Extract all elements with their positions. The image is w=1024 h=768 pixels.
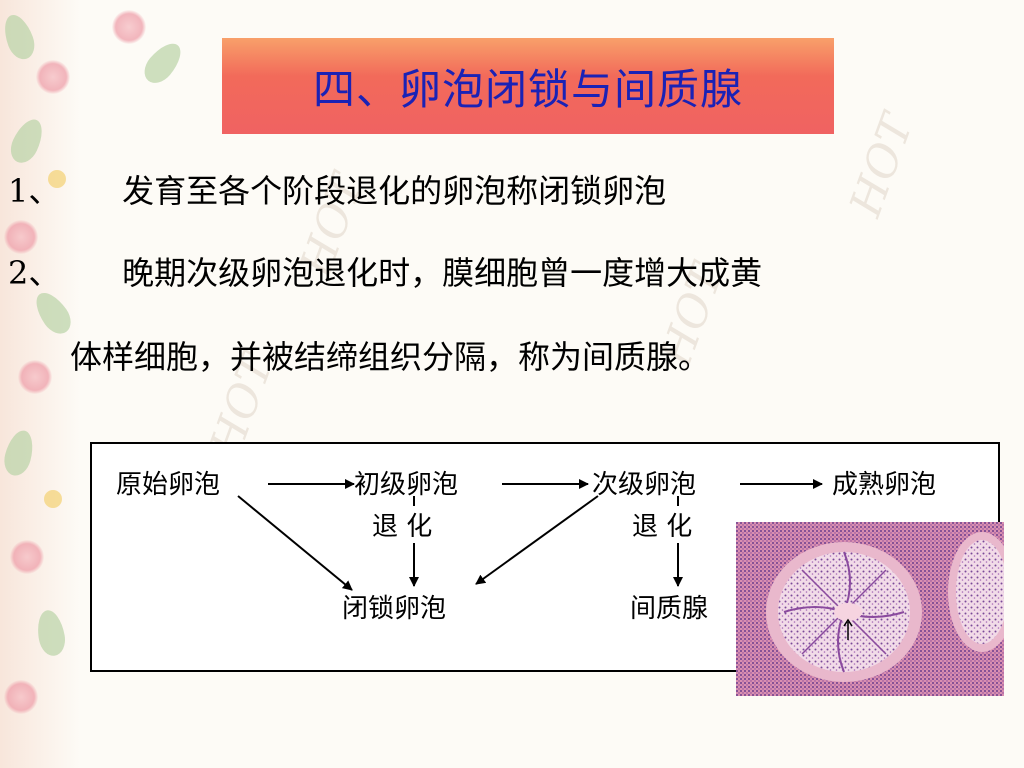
slide-title: 四、卵泡闭锁与间质腺 [312,64,743,114]
leaf-decoration [138,37,188,89]
node-secondary: 次级卵泡 [592,470,697,500]
flower-decoration [4,220,38,254]
follicle-diagram: 原始卵泡 初级卵泡 次级卵泡 成熟卵泡 退 化 退 化 闭锁卵泡 间质腺 [90,442,1000,672]
node-primary: 初级卵泡 [354,470,459,500]
slide-title-banner: 四、卵泡闭锁与间质腺 [222,38,834,134]
node-interstitial: 间质腺 [630,594,709,624]
histology-image-drawing [736,522,1004,696]
point-number: 2、 [8,254,61,292]
flower-decoration [112,10,146,44]
node-degenerate-1: 退 化 [372,506,433,543]
point-2-continuation: 体样细胞，并被结缔组织分隔，称为间质腺。 [70,338,711,376]
flower-decoration [4,680,38,714]
hot-watermark: HOT [840,108,924,223]
node-atretic: 闭锁卵泡 [342,594,447,624]
point-1: 1、 发育至各个阶段退化的卵泡称闭锁卵泡 [8,166,666,212]
histology-image [736,522,1004,696]
flower-decoration [10,540,44,574]
flower-decoration [18,360,52,394]
leaf-decoration [5,114,49,168]
floral-border [0,0,80,768]
point-2: 2、 晚期次级卵泡退化时，膜细胞曾一度增大成黄 [8,248,762,294]
leaf-decoration [0,10,40,64]
node-degenerate-2: 退 化 [632,506,693,543]
point-text: 发育至各个阶段退化的卵泡称闭锁卵泡 [122,172,667,210]
point-text: 晚期次级卵泡退化时，膜细胞曾一度增大成黄 [122,254,763,292]
bud-decoration [44,490,62,508]
node-primordial: 原始卵泡 [116,470,221,500]
leaf-decoration [0,427,38,479]
flower-decoration [36,60,70,94]
point-number: 1、 [8,172,61,210]
bud-decoration [48,170,66,188]
node-mature: 成熟卵泡 [832,470,937,500]
leaf-decoration [34,608,68,658]
arrow-primordial-to-atretic [237,495,353,591]
arrow-secondary-to-atretic [475,495,599,585]
